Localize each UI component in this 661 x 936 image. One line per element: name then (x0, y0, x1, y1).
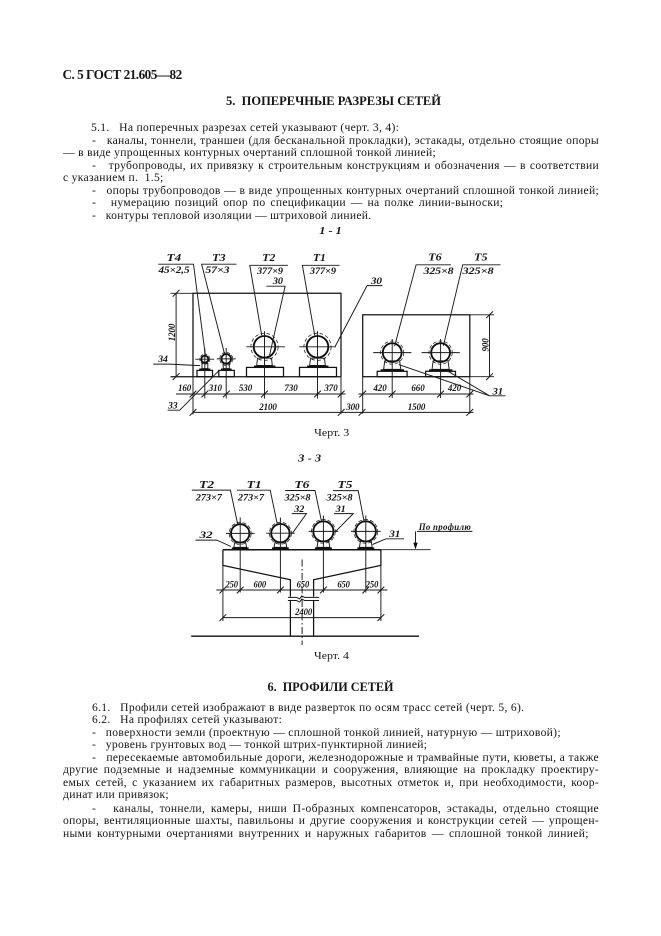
svg-text:32: 32 (198, 531, 213, 541)
svg-text:420: 420 (447, 383, 461, 394)
svg-text:273×7: 273×7 (237, 493, 265, 503)
svg-text:33: 33 (167, 401, 178, 412)
svg-text:31: 31 (388, 530, 400, 540)
svg-text:273×7: 273×7 (195, 493, 223, 503)
svg-text:310: 310 (208, 383, 222, 394)
svg-text:377×9: 377×9 (309, 266, 336, 277)
svg-text:Т2: Т2 (262, 253, 275, 264)
svg-text:325×8: 325×8 (422, 266, 454, 277)
svg-text:660: 660 (411, 383, 424, 394)
svg-text:Т6: Т6 (428, 253, 442, 264)
svg-text:32: 32 (293, 505, 305, 515)
svg-text:Т5: Т5 (338, 480, 353, 491)
svg-text:377×9: 377×9 (256, 266, 283, 277)
svg-text:Т1: Т1 (247, 480, 262, 491)
svg-text:325×8: 325×8 (325, 493, 353, 503)
svg-text:250: 250 (365, 581, 379, 591)
svg-text:650: 650 (297, 581, 310, 591)
svg-text:Черт. 4: Черт. 4 (314, 650, 350, 662)
svg-text:Т5: Т5 (474, 253, 488, 264)
svg-text:Т4: Т4 (167, 253, 182, 264)
svg-text:600: 600 (254, 581, 267, 591)
svg-text:31: 31 (491, 386, 503, 397)
svg-text:325×8: 325×8 (461, 266, 494, 277)
svg-text:1500: 1500 (408, 402, 426, 413)
svg-text:2100: 2100 (258, 402, 277, 413)
svg-text:1 - 1: 1 - 1 (319, 226, 342, 237)
svg-text:Т3: Т3 (212, 253, 226, 264)
svg-text:45×2,5: 45×2,5 (157, 265, 189, 276)
svg-text:По профилю: По профилю (418, 522, 471, 533)
svg-text:30: 30 (370, 276, 382, 287)
svg-text:650: 650 (337, 581, 350, 591)
svg-text:370: 370 (323, 383, 337, 394)
svg-text:57×3: 57×3 (205, 265, 229, 276)
svg-text:Черт. 3: Черт. 3 (314, 427, 350, 439)
svg-text:730: 730 (284, 383, 297, 394)
svg-text:530: 530 (239, 383, 252, 394)
svg-text:2400: 2400 (294, 608, 312, 618)
svg-text:30: 30 (272, 276, 283, 287)
svg-text:34: 34 (157, 354, 168, 365)
svg-text:31: 31 (335, 505, 346, 515)
svg-text:Т2: Т2 (199, 480, 214, 491)
svg-text:Т6: Т6 (294, 480, 309, 491)
svg-text:250: 250 (225, 581, 239, 591)
svg-text:160: 160 (178, 383, 191, 394)
svg-text:1200: 1200 (167, 323, 178, 341)
svg-text:Т1: Т1 (313, 253, 326, 264)
svg-text:3 - 3: 3 - 3 (297, 454, 321, 465)
svg-text:420: 420 (372, 383, 386, 394)
svg-text:900: 900 (481, 338, 492, 351)
svg-text:300: 300 (345, 402, 359, 413)
svg-text:325×8: 325×8 (283, 493, 311, 503)
